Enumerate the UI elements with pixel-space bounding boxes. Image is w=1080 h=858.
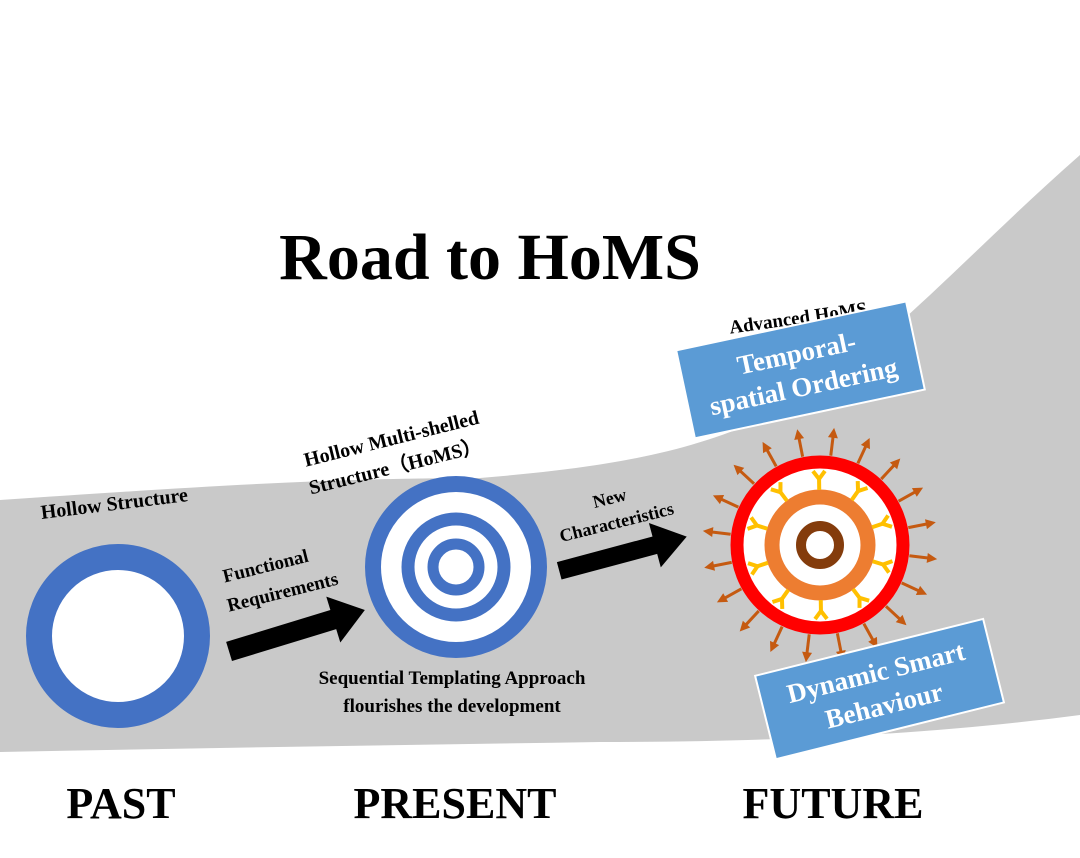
box-dynamic-smart: Dynamic Smart Behaviour bbox=[753, 617, 1006, 761]
spike-head bbox=[827, 427, 838, 439]
arrow-functional bbox=[226, 596, 365, 662]
hollow-sphere-icon bbox=[26, 544, 210, 728]
stage-future: FUTURE bbox=[743, 779, 924, 828]
y-antibody-icon bbox=[747, 560, 769, 576]
spike-head bbox=[702, 527, 714, 538]
spike-head bbox=[739, 620, 751, 632]
advanced-sphere-icon bbox=[702, 427, 938, 663]
y-antibody-icon bbox=[746, 516, 769, 531]
y-antibody-icon bbox=[811, 469, 827, 491]
spike-head bbox=[716, 593, 729, 603]
multi-shell-sphere-icon bbox=[365, 476, 547, 658]
y-antibody-icon bbox=[851, 587, 870, 608]
y-antibody-icon bbox=[871, 514, 893, 530]
spike-head bbox=[762, 441, 772, 454]
spike-head bbox=[889, 458, 901, 470]
spike-head bbox=[802, 651, 813, 663]
spike-head bbox=[704, 560, 715, 571]
spike-head bbox=[895, 614, 907, 626]
stage-past: PAST bbox=[66, 779, 175, 828]
spike-head bbox=[770, 640, 780, 653]
y-antibody-icon bbox=[771, 588, 790, 609]
y-antibody-icon bbox=[770, 482, 789, 503]
spike-head bbox=[712, 495, 725, 505]
y-antibody-icon bbox=[813, 599, 829, 621]
spike-head bbox=[794, 429, 805, 440]
arrow-new-characteristics bbox=[556, 522, 687, 580]
y-antibody-icon bbox=[871, 559, 894, 574]
stage-present: PRESENT bbox=[354, 779, 557, 828]
spike-head bbox=[733, 464, 745, 476]
spike-head bbox=[915, 585, 928, 595]
y-antibody-icon bbox=[850, 481, 869, 502]
spike-head bbox=[926, 552, 938, 563]
label-sequential-1: Sequential Templating Approach bbox=[319, 668, 586, 689]
page-title: Road to HoMS bbox=[279, 221, 701, 294]
box-temporal-spatial: Temporal- spatial Ordering bbox=[675, 300, 926, 440]
spike-head bbox=[925, 519, 936, 530]
label-sequential-2: flourishes the development bbox=[343, 696, 561, 717]
spike-head bbox=[911, 487, 924, 497]
spike-head bbox=[860, 437, 870, 450]
